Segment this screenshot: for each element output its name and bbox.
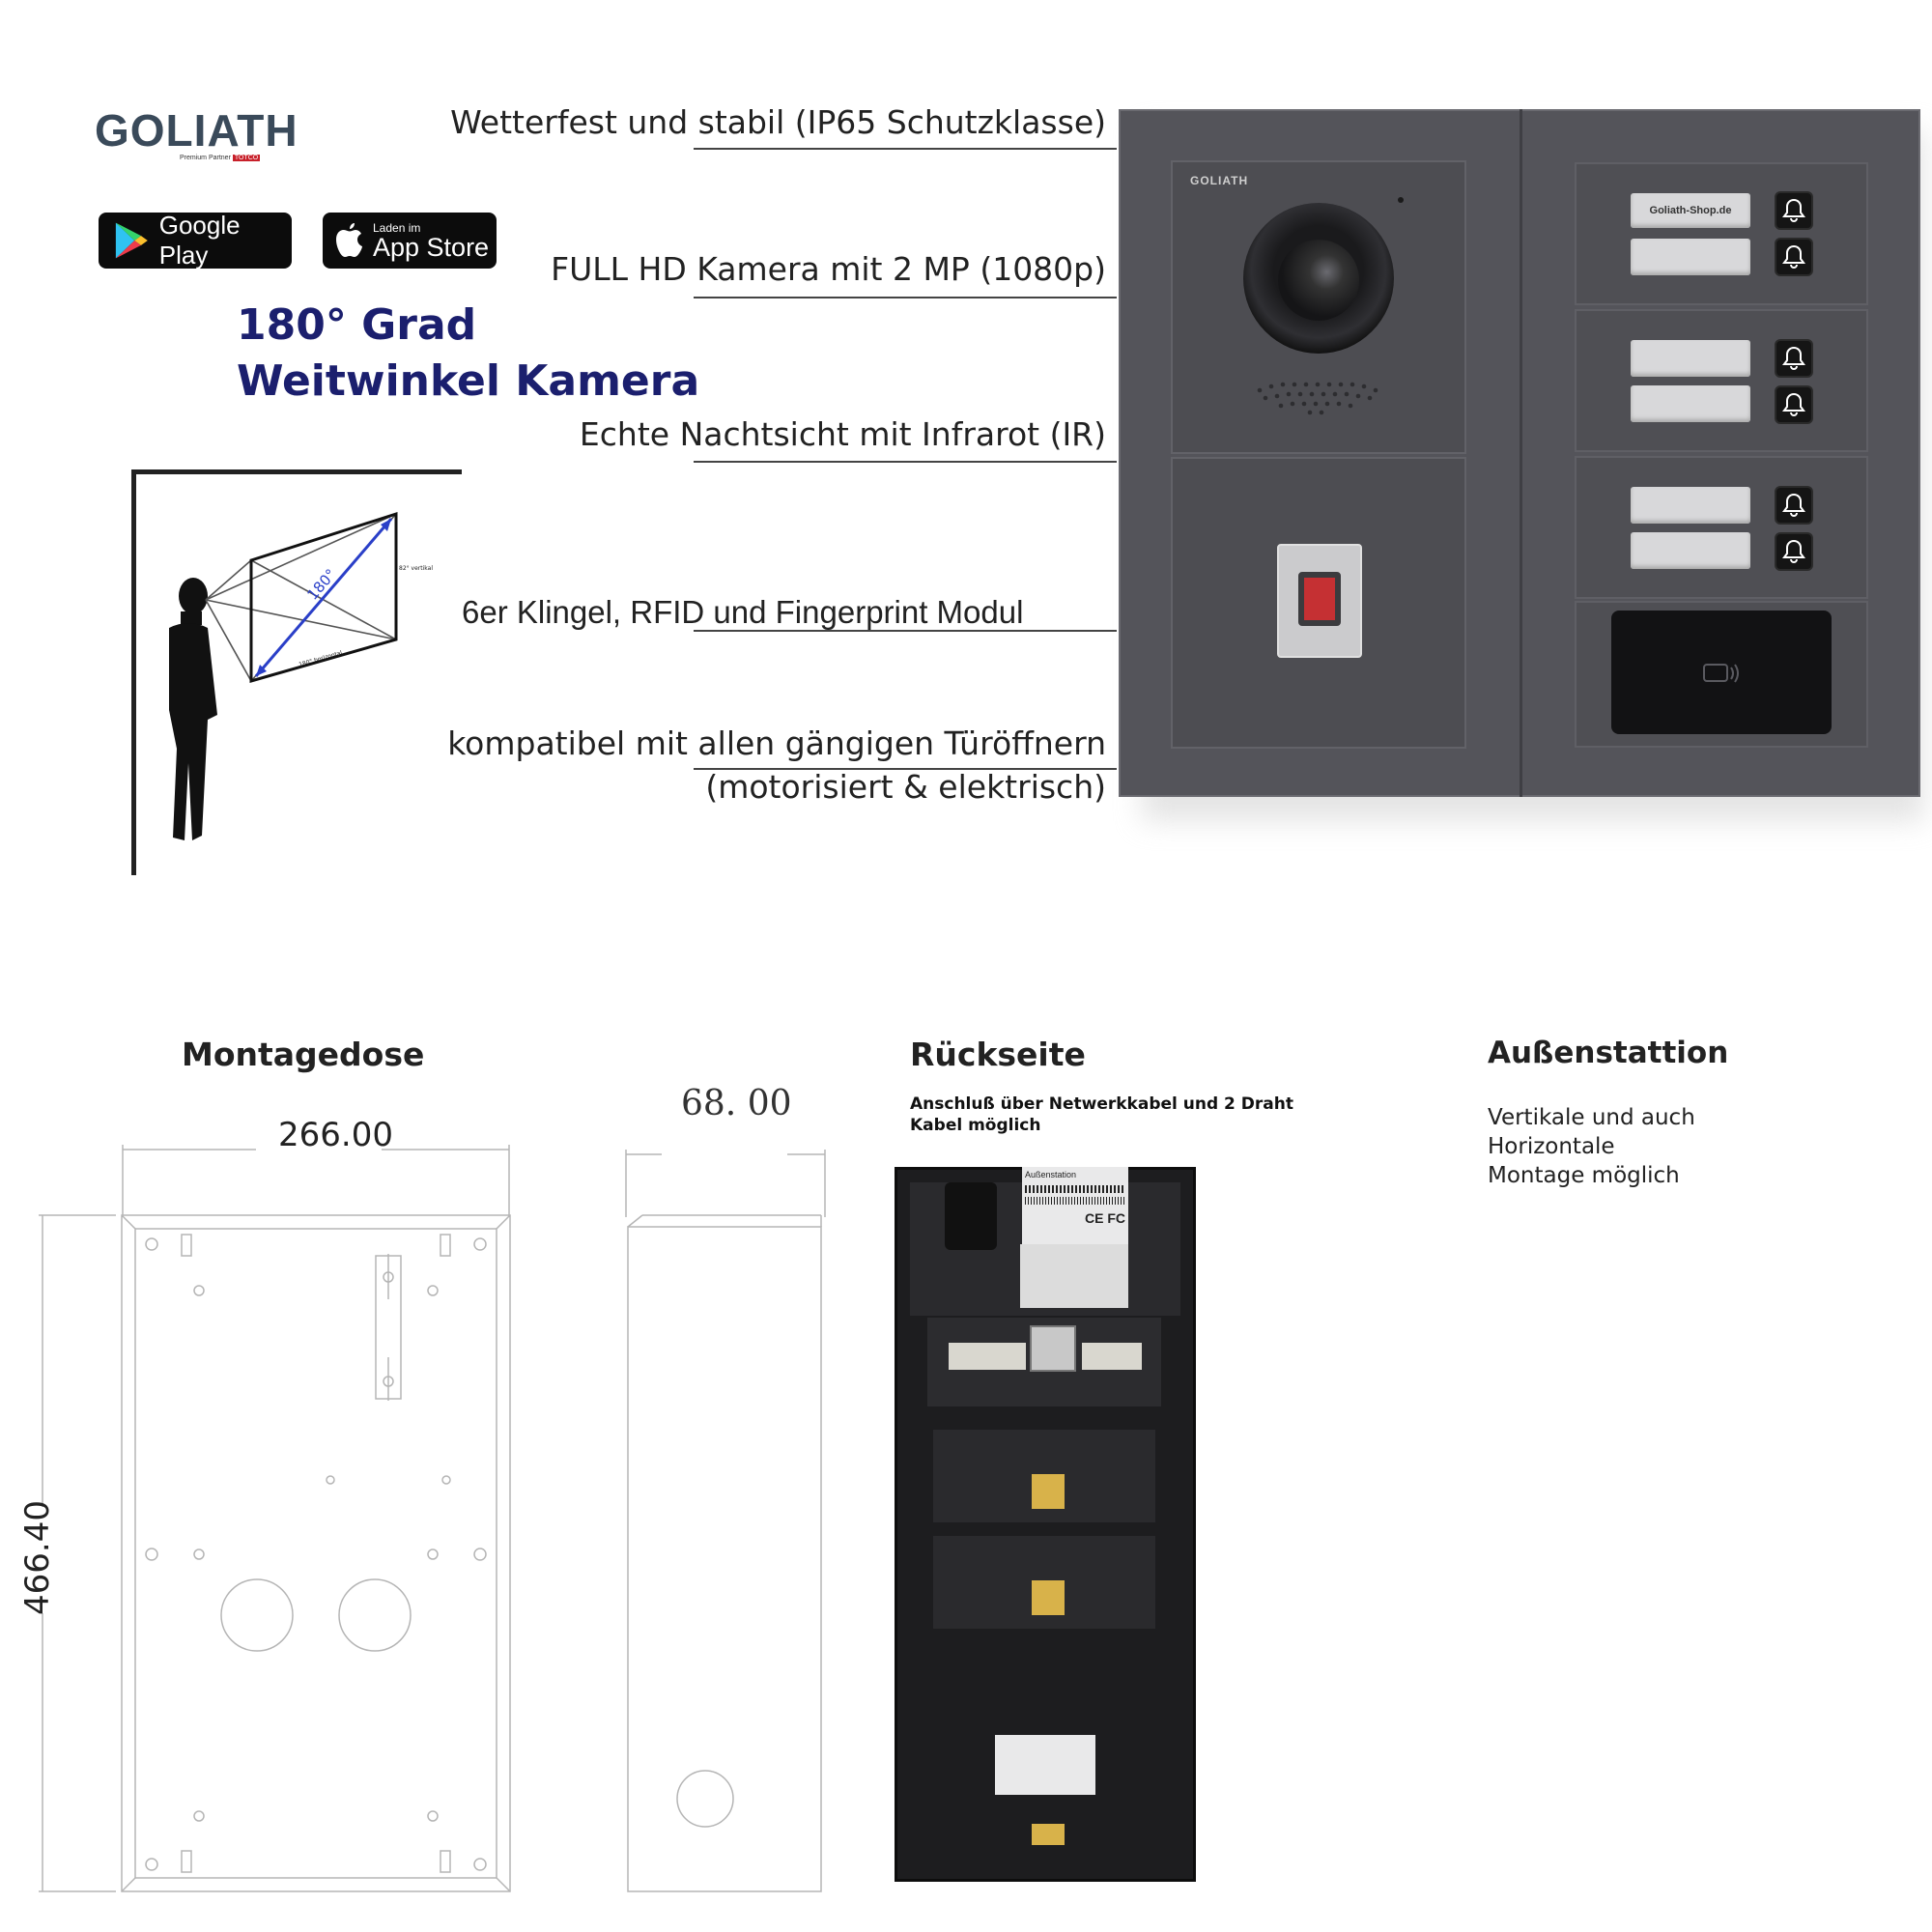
feature-compatible-line [694,768,1117,770]
bell-module-2 [1575,309,1868,452]
aussenstation-title: Außenstattion [1488,1036,1729,1070]
device-divider [1520,109,1522,797]
camera-module-logo: GOLIATH [1190,174,1249,187]
feature-compatible-sub: (motorisiert & elektrisch) [705,768,1106,806]
rfid-card-icon [1703,664,1739,683]
rear-label-sticker-top: Außenstation CE FC [1022,1167,1128,1244]
bell-icon [1782,244,1805,269]
barcode [1025,1197,1125,1205]
bell-icon [1782,539,1805,563]
feature-modules-line [694,630,1117,632]
wall-vertical [131,469,136,875]
terminal-block-left [949,1343,1026,1370]
bell-button-2[interactable] [1775,238,1813,276]
bell-icon [1782,392,1805,416]
logo-text: GOLIATH [95,105,298,156]
terminal-label [1020,1244,1128,1308]
nameplate-2 [1631,239,1750,275]
nameplate-1: Goliath-Shop.de [1631,193,1750,228]
height-dimension: 466.40 [18,1500,57,1615]
module-connector-1 [1032,1474,1065,1509]
speaker-grille [1257,382,1378,415]
sticker-title: Außenstation [1025,1170,1077,1179]
nameplate-4 [1631,385,1750,422]
feature-weatherproof: Wetterfest und stabil (IP65 Schutzklasse… [450,103,1106,141]
ce-fc-mark: CE FC [1085,1210,1125,1226]
feature-nightvision: Echte Nachtsicht mit Infrarot (IR) [579,415,1106,453]
fingerprint-window [1298,572,1341,626]
feature-fullhd-line [694,297,1117,298]
bell-module-3 [1575,456,1868,599]
bell-button-5[interactable] [1775,486,1813,525]
person-silhouette-diagram: 180° 82° vertikal 180° horizontal [169,511,433,840]
wall-horizontal [131,469,462,474]
module-connector-3 [1032,1824,1065,1845]
bell-button-3[interactable] [1775,339,1813,378]
barcode [1025,1185,1125,1193]
camera-lens-inner [1278,240,1359,321]
depth-dimension: 68. 00 [681,1084,792,1123]
width-dimension: 266.00 [278,1116,393,1154]
app-store-button[interactable]: Laden im App Store [323,213,497,269]
goliath-logo: GOLIATH Premium Partner TOTCO [95,104,307,172]
aussenstation-text: Vertikale und auch Horizontale Montage m… [1488,1105,1695,1188]
logo-tagline: Premium Partner TOTCO [180,155,261,161]
feature-nightvision-line [694,461,1117,463]
rfid-reader[interactable] [1611,611,1832,734]
horizontal-label: 180° horizontal [298,649,344,668]
montagedose-drawing [39,1145,826,1892]
rueckseite-title: Rückseite [910,1036,1086,1073]
bell-button-1[interactable] [1775,191,1813,230]
feature-weatherproof-line [694,148,1117,150]
headline-line2: Weitwinkel Kamera [237,356,700,406]
bell-icon [1782,346,1805,370]
person-silhouette-icon [169,578,217,840]
terminal-block-right [1082,1343,1142,1370]
feature-modules: 6er Klingel, RFID und Fingerprint Modul [462,594,1024,630]
app-store-small-label: Laden im [373,221,421,235]
feature-fullhd: FULL HD Kamera mit 2 MP (1080p) [551,250,1106,288]
rear-connector-block [945,1182,997,1250]
feature-compatible: kompatibel mit allen gängigen Türöffnern [447,724,1106,762]
ethernet-port [1030,1325,1076,1372]
headline: 180° Grad Weitwinkel Kamera [237,298,699,410]
ir-sensor [1398,197,1404,203]
bell-icon [1782,493,1805,517]
google-play-label: Google Play [158,211,241,270]
rear-label-sticker-bottom [995,1735,1095,1795]
partner-badge: TOTCO [232,155,261,161]
nameplate-6 [1631,532,1750,569]
google-play-button[interactable]: Google Play [99,211,292,270]
nameplate-5 [1631,487,1750,524]
rueckseite-subtitle: Anschluß über Netwerkkabel und 2 Draht K… [910,1094,1294,1135]
bell-button-6[interactable] [1775,532,1813,571]
headline-line1: 180° Grad [237,300,477,350]
google-play-icon [115,222,148,259]
nameplate-3 [1631,340,1750,377]
module-connector-2 [1032,1580,1065,1615]
vertical-label: 82° vertikal [399,565,433,572]
bell-icon [1782,198,1805,222]
app-store-big-label: App Store [373,233,490,262]
bell-module-1 [1575,162,1868,305]
apple-icon [336,223,362,257]
bell-button-4[interactable] [1775,385,1813,424]
montagedose-title: Montagedose [182,1036,425,1073]
